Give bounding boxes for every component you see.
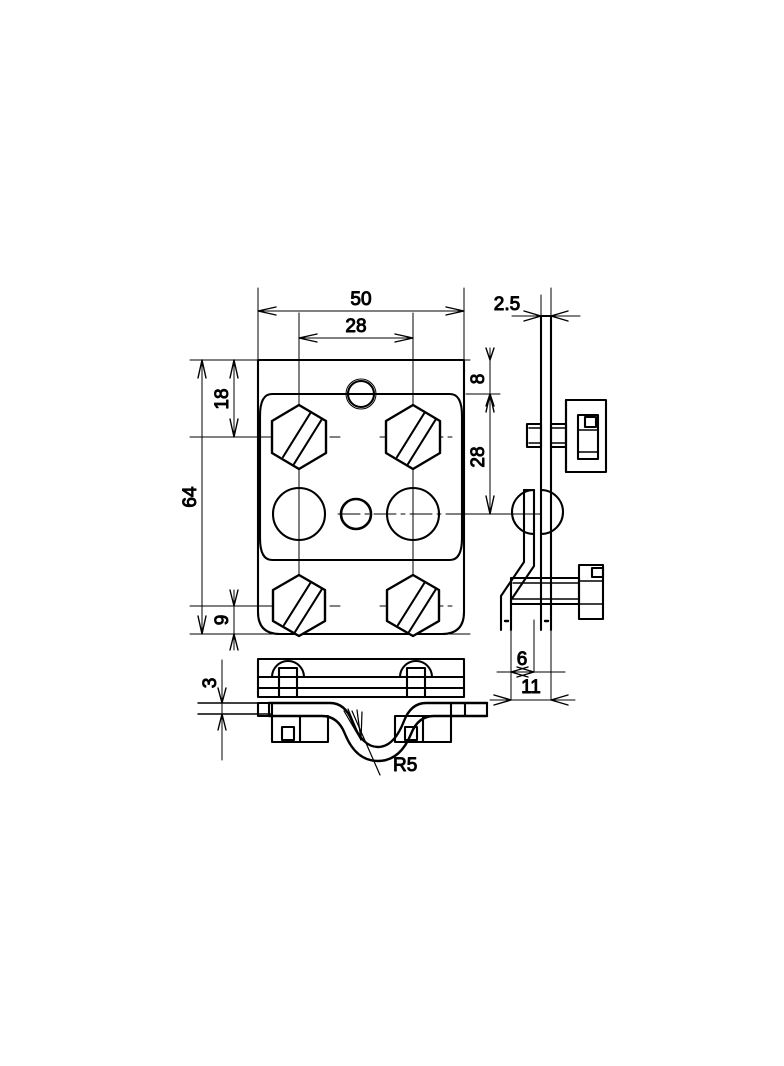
dimension-28-vertical — [485, 393, 495, 515]
dimension-height-64 — [197, 359, 207, 635]
side-round-boss — [510, 488, 565, 536]
top-small-hole — [346, 379, 376, 409]
dimension-2p5 — [511, 310, 581, 322]
bottom-thin-strip — [197, 702, 273, 715]
dimension-18-label: 18 — [212, 388, 233, 409]
front-plate-outline — [256, 358, 466, 636]
side-bent-bracket — [499, 488, 536, 632]
centre-small-hole — [339, 497, 373, 531]
bottom-foot-right — [393, 714, 453, 744]
left-large-hole — [271, 486, 327, 542]
side-view — [499, 287, 608, 701]
dimension-11 — [489, 694, 576, 706]
dimension-9-label: 9 — [212, 615, 233, 626]
dimension-6 — [496, 666, 566, 678]
side-upper-left-stub — [525, 422, 543, 449]
side-lower-bolt-assembly — [509, 563, 605, 621]
dimension-11-label: 11 — [521, 677, 541, 698]
dimension-28-label: 28 — [345, 316, 366, 337]
dimension-3 — [217, 659, 227, 761]
dimension-3-label: 3 — [200, 678, 221, 689]
bottom-main-bar — [256, 657, 466, 699]
clamp-saddle-outline — [258, 392, 464, 562]
front-view — [189, 287, 541, 638]
dimension-28-vertical-label: 28 — [468, 446, 489, 467]
dimension-50-label: 50 — [350, 289, 371, 310]
side-upper-nut-assembly — [549, 398, 608, 474]
side-view-extension-lines — [510, 287, 552, 701]
radius-callout-leader — [343, 708, 381, 776]
top-small-hole-outer — [345, 378, 377, 410]
dimension-width-50 — [257, 306, 465, 316]
dimension-2p5-label: 2.5 — [494, 294, 520, 315]
dimension-9 — [229, 589, 239, 651]
bottom-side-tabs — [256, 701, 467, 718]
hex-bolt-upper-right — [384, 403, 442, 471]
bottom-bolt-left — [270, 659, 306, 699]
dimension-64-label: 64 — [180, 486, 201, 508]
bottom-bolt-right — [398, 659, 434, 699]
hex-bolt-lower-left — [271, 573, 327, 638]
dimension-6-label: 6 — [517, 649, 528, 670]
hex-bolt-lower-right — [385, 573, 441, 638]
right-large-hole — [385, 486, 441, 542]
dimension-8-label: 8 — [468, 374, 489, 385]
hex-bolt-upper-left — [270, 403, 328, 471]
bottom-saddle-bracket — [267, 701, 489, 763]
radius-callout-label: R5 — [393, 755, 417, 776]
dimension-spacing-28 — [298, 333, 414, 343]
bottom-foot-left — [270, 714, 330, 744]
dimension-18 — [229, 359, 239, 438]
bottom-view — [197, 657, 489, 763]
